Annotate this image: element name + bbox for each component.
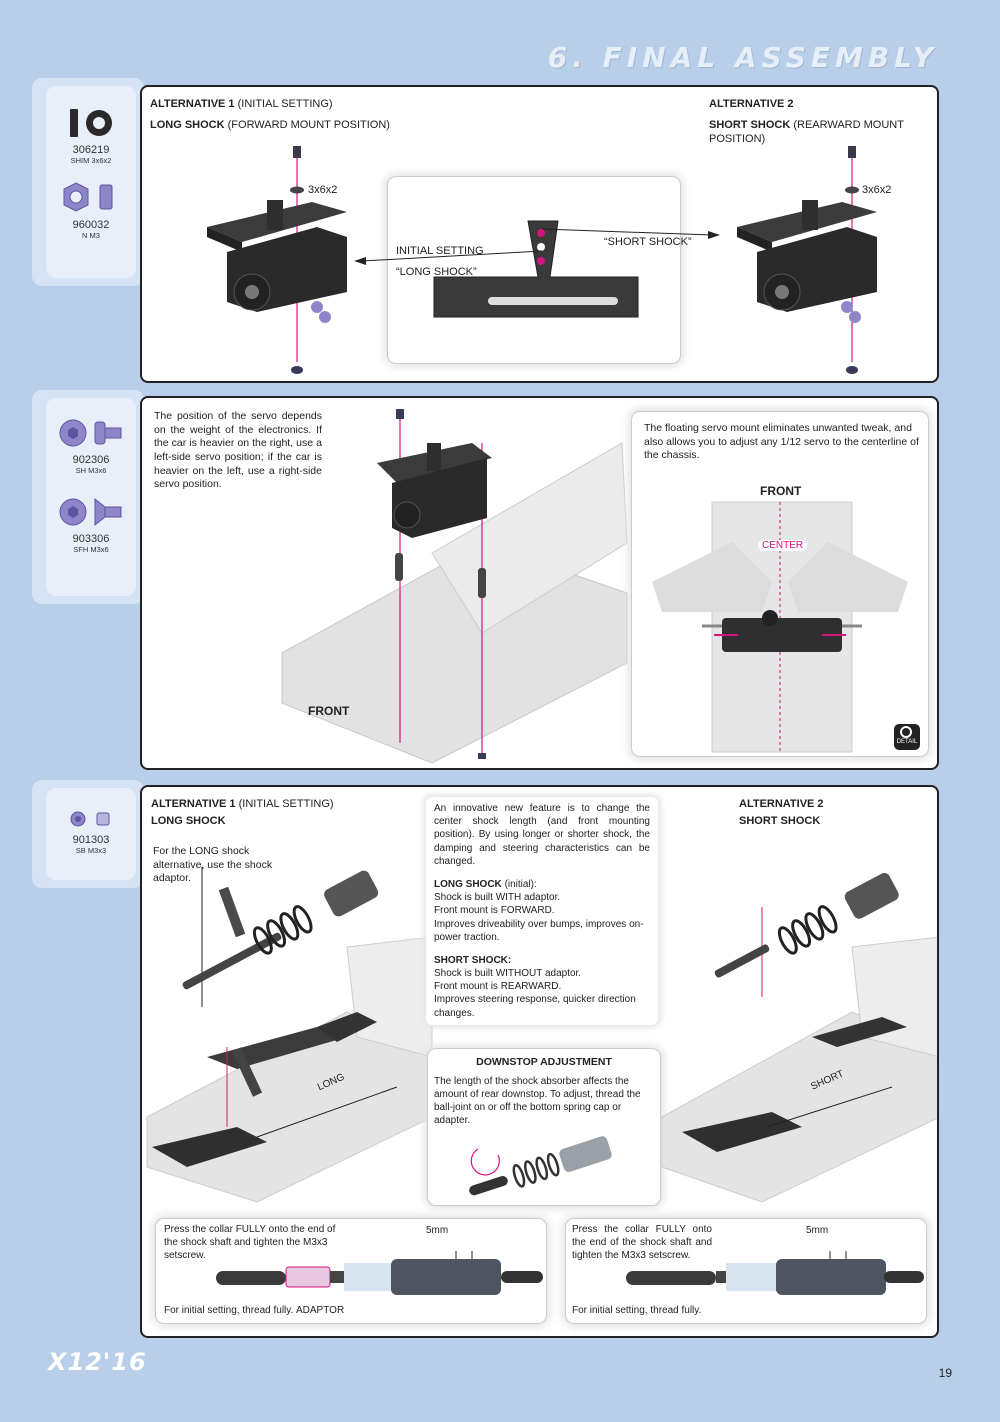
short-shock-label: “SHORT SHOCK” — [604, 236, 692, 248]
panel-servo-install: The position of the servo depends on the… — [140, 396, 939, 770]
parts-group-3: 901303 SB M3x3 — [32, 780, 144, 888]
part-desc: SH M3x6 — [75, 466, 107, 475]
shim-label-right: 3x6x2 — [862, 184, 892, 196]
alt1-subheading: LONG SHOCK (FORWARD MOUNT POSITION) — [150, 119, 390, 131]
floating-mount-inset: The floating servo mount eliminates unwa… — [632, 412, 928, 756]
floating-mount-text: The floating servo mount eliminates unwa… — [644, 422, 919, 462]
shock-intro-block: An innovative new feature is to change t… — [426, 797, 658, 1025]
mount-plate-illustration — [433, 220, 639, 318]
part-902306: 902306 SH M3x6 — [59, 418, 123, 475]
page-number: 19 — [938, 1366, 952, 1380]
part-desc: SHIM 3x6x2 — [70, 156, 112, 165]
part-901303: 901303 SB M3x3 — [69, 810, 113, 855]
alt2-sub-shock: SHORT SHOCK — [739, 815, 821, 827]
long-shock-heading: LONG SHOCK (initial): — [434, 878, 537, 890]
short-line: Shock is built WITHOUT adaptor. — [434, 968, 582, 980]
spring — [252, 870, 379, 955]
collar-inset-right: Press the collar FULLY onto the end of t… — [566, 1219, 926, 1323]
mount-plate-inset: INITIAL SETTING “LONG SHOCK” “SHORT SHOC… — [388, 177, 692, 363]
downstop-text: The length of the shock absorber affects… — [434, 1076, 641, 1126]
part-code: 902306 — [72, 454, 110, 466]
flat-head-screw-icon — [59, 497, 122, 527]
setscrew-icon — [70, 811, 110, 827]
thread-note-left: For initial setting, thread fully. — [164, 1305, 294, 1316]
long-shock-chassis-illustration — [146, 867, 433, 1203]
long-line: Shock is built WITH adaptor. — [434, 892, 561, 904]
thread-note-right: For initial setting, thread fully. — [572, 1305, 702, 1316]
long-shock-arrow — [354, 250, 543, 265]
collar-shock-illustration-left — [216, 1251, 543, 1295]
chassis-servo-illustration — [281, 409, 628, 764]
alt2-subheading: SHORT SHOCK (REARWARD MOUNT POSITION) — [709, 119, 904, 146]
alt2-heading-shock: ALTERNATIVE 2 — [739, 798, 824, 810]
alt1-sub-shock: LONG SHOCK — [151, 815, 226, 827]
servo-mount-illustration-right — [737, 146, 877, 374]
adaptor-note: For the LONG shock alternative, use the … — [153, 845, 273, 885]
short-shock-heading: SHORT SHOCK: — [434, 954, 512, 966]
servo-mount-illustration-left — [207, 146, 347, 374]
servo-position-text: The position of the servo depends on the… — [154, 410, 322, 491]
short-shock-arrow — [541, 228, 720, 239]
adaptor-label: ADAPTOR — [296, 1305, 345, 1316]
collar-text-right: Press the collar FULLY onto the end of t… — [572, 1224, 712, 1261]
downstop-shock-illustration — [469, 1136, 612, 1196]
shim-icon — [70, 109, 112, 137]
collar-inset-left: Press the collar FULLY onto the end of t… — [156, 1219, 546, 1323]
dim-label-left: 5mm — [426, 1225, 449, 1236]
panel-servo-mount-positions: ALTERNATIVE 1 (INITIAL SETTING) LONG SHO… — [140, 85, 939, 383]
part-306219: 306219 SHIM 3x6x2 — [68, 108, 114, 165]
socket-head-screw-icon — [59, 419, 122, 447]
panel-center-shock: ALTERNATIVE 1 (INITIAL SETTING) LONG SHO… — [140, 785, 939, 1338]
part-960032: 960032 N M3 — [62, 181, 120, 240]
part-desc: N M3 — [82, 231, 100, 240]
alt1-heading: ALTERNATIVE 1 (INITIAL SETTING) — [150, 98, 333, 110]
downstop-title: DOWNSTOP ADJUSTMENT — [476, 1056, 612, 1068]
long-shock-label: “LONG SHOCK” — [396, 266, 477, 278]
part-code: 901303 — [72, 834, 110, 846]
x12-logo: X12'16 — [48, 1348, 147, 1376]
part-desc: SFH M3x6 — [73, 545, 109, 554]
center-label: CENTER — [758, 540, 808, 551]
downstop-inset: DOWNSTOP ADJUSTMENT The length of the sh… — [428, 1049, 660, 1205]
short-line: Improves steering response, quicker dire… — [434, 994, 636, 1019]
part-903306: 903306 SFH M3x6 — [59, 497, 123, 554]
front-label-left: FRONT — [308, 704, 350, 718]
detail-badge: DETAIL — [894, 724, 920, 750]
part-desc: SB M3x3 — [75, 846, 107, 855]
parts-group-2: 902306 SH M3x6 903306 SFH M3x6 — [32, 390, 144, 604]
intro-text: An innovative new feature is to change t… — [434, 803, 650, 867]
long-line: Improves driveability over bumps, improv… — [434, 918, 644, 943]
initial-setting-label: INITIAL SETTING — [396, 245, 484, 257]
page-title: 6. FINAL ASSEMBLY — [547, 41, 938, 74]
part-code: 306219 — [72, 144, 110, 156]
shim-label-left: 3x6x2 — [308, 184, 338, 196]
short-shock-chassis-illustration — [661, 873, 937, 1203]
front-label-right: FRONT — [760, 484, 802, 498]
magnifier-icon — [900, 726, 912, 738]
long-line: Front mount is FORWARD. — [434, 905, 555, 917]
collar-text-left: Press the collar FULLY onto the end of t… — [164, 1224, 336, 1261]
part-code: 960032 — [72, 219, 110, 231]
nut-icon — [63, 182, 113, 212]
alt1-heading-shock: ALTERNATIVE 1 (INITIAL SETTING) — [151, 798, 334, 810]
dim-label-right: 5mm — [806, 1225, 829, 1236]
short-line: Front mount is REARWARD. — [434, 981, 562, 993]
alt2-heading: ALTERNATIVE 2 — [709, 98, 794, 110]
collar-shock-illustration-right — [626, 1251, 924, 1295]
parts-group-1: 306219 SHIM 3x6x2 960032 N M3 — [32, 78, 144, 286]
part-code: 903306 — [72, 533, 110, 545]
